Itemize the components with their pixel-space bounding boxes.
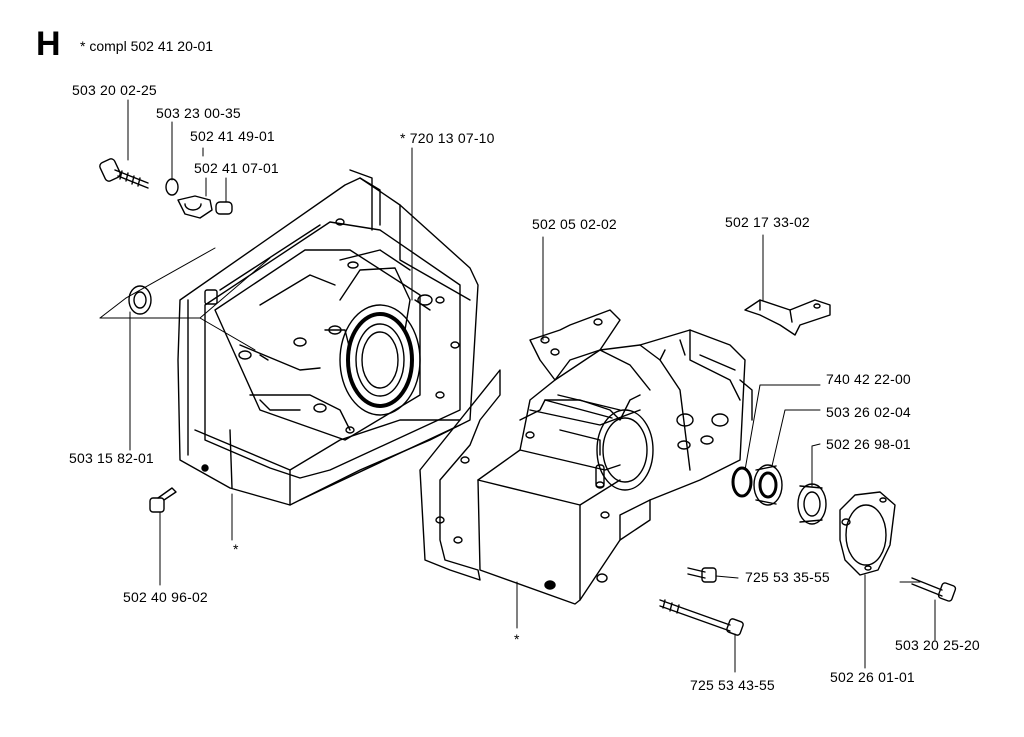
screw-503-20-02-25 <box>99 158 149 189</box>
part-label-502-26-01-01: 502 26 01-01 <box>830 669 915 685</box>
part-label-502-41-49-01: 502 41 49-01 <box>190 128 275 144</box>
part-label-502-40-96-02: 502 40 96-02 <box>123 589 208 605</box>
part-label-725-53-43-55: 725 53 43-55 <box>690 677 775 693</box>
right-crankcase-half <box>477 329 753 605</box>
part-label-503-20-02-25: 503 20 02-25 <box>72 82 157 98</box>
roller-503-15-82-01 <box>128 285 152 315</box>
screw-725-53-43-55 <box>659 599 744 636</box>
part-label-502-17-33-02: 502 17 33-02 <box>725 214 810 230</box>
section-letter: H <box>36 25 61 63</box>
left-crankcase-half <box>177 169 479 506</box>
washer-503-23-00-35 <box>165 178 179 196</box>
part-label-503-23-00-35: 503 23 00-35 <box>156 105 241 121</box>
part-label-503-15-82-01: 503 15 82-01 <box>69 450 154 466</box>
screw-503-20-25-20 <box>911 577 957 602</box>
part-label-720-13-07-10: * 720 13 07-10 <box>400 130 495 146</box>
ring-740-42-22-00 <box>731 466 753 498</box>
leader-lines <box>99 99 936 673</box>
part-label-503-26-02-04: 503 26 02-04 <box>826 404 911 420</box>
seal-502-26-98-01 <box>797 483 827 525</box>
bracket-502-17-33-02 <box>744 299 831 336</box>
assembly-note: * compl 502 41 20-01 <box>80 38 214 54</box>
cover-502-26-01-01 <box>839 491 896 576</box>
part-label-502-41-07-01: 502 41 07-01 <box>194 160 279 176</box>
screw-502-40-96-02 <box>149 487 177 513</box>
part-label-725-53-35-55: 725 53 35-55 <box>745 569 830 585</box>
part-label-502-26-98-01: 502 26 98-01 <box>826 436 911 452</box>
spacer-502-41-07-01 <box>215 201 233 215</box>
asterisk-left-crankcase: * <box>233 541 239 557</box>
part-label-740-42-22-00: 740 42 22-00 <box>826 371 911 387</box>
part-label-503-20-25-20: 503 20 25-20 <box>895 637 980 653</box>
part-label-502-05-02-02: 502 05 02-02 <box>532 216 617 232</box>
screw-725-53-35-55 <box>687 567 717 583</box>
bearing-503-26-02-04 <box>753 464 783 506</box>
clamp-502-41-49-01 <box>177 195 213 219</box>
asterisk-right-crankcase: * <box>514 631 520 647</box>
gasket-502-05-02-02 <box>419 309 621 581</box>
